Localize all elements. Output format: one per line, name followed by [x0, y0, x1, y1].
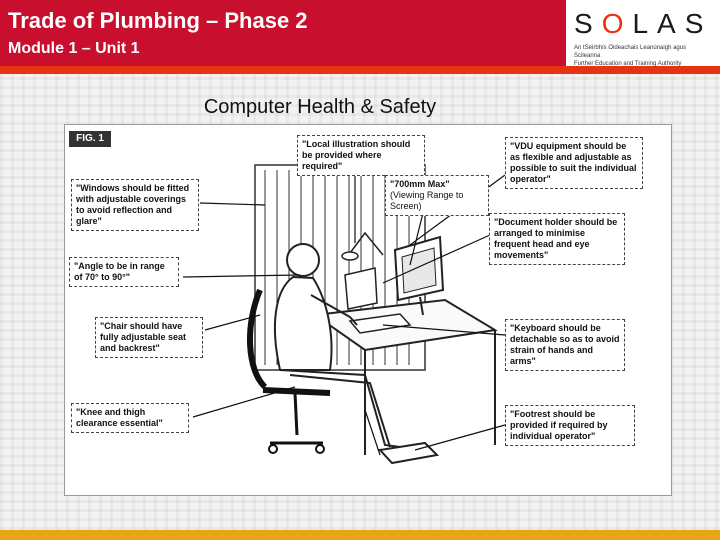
bottom-bar [0, 530, 720, 540]
note-knee-clearance: "Knee and thigh clearance essential" [71, 403, 189, 433]
solas-logo-word: SOLAS [574, 8, 712, 40]
workstation-illustration [182, 163, 506, 465]
note-vdu-equipment: "VDU equipment should be as flexible and… [505, 137, 643, 189]
logo-letters-las: LAS [632, 8, 713, 39]
header-banner [0, 0, 566, 66]
seated-operator [273, 243, 401, 448]
keyboard [348, 313, 412, 334]
note-700mm-max-caption: (Viewing Range to Screen) [390, 190, 464, 211]
note-keyboard-detachable: "Keyboard should be detachable so as to … [505, 319, 625, 371]
note-windows-coverings: "Windows should be fitted with adjustabl… [71, 179, 199, 231]
solas-logo [566, 0, 720, 66]
logo-subtitle-irish: An tSeirbhís Oideachais Leanúnaigh agus … [574, 45, 687, 59]
figure-label: FIG. 1 [69, 131, 111, 147]
note-footrest: "Footrest should be provided if required… [505, 405, 635, 446]
course-title: Trade of Plumbing – Phase 2 [8, 8, 308, 33]
logo-subtitle-english: Further Education and Training Authority [574, 61, 682, 67]
header-stripe [0, 66, 720, 74]
document-holder [344, 267, 378, 310]
office-chair [246, 288, 331, 454]
workstation-figure: FIG. 1 "Local illustration should be pro… [64, 124, 672, 496]
logo-letter-o: O [601, 8, 633, 39]
desk-lamp [341, 231, 384, 261]
monitor [393, 235, 445, 316]
note-chair-adjustable: "Chair should have fully adjustable seat… [95, 317, 203, 358]
note-document-holder: "Document holder should be arranged to m… [489, 213, 625, 265]
note-local-illustration: "Local illustration should be provided w… [297, 135, 425, 176]
slide-heading: Computer Health & Safety [203, 96, 437, 118]
logo-subtitle: An tSeirbhís Oideachais Leanúnaigh agus … [574, 44, 714, 68]
module-title: Module 1 – Unit 1 [8, 40, 140, 57]
pointer-arrows [182, 163, 506, 456]
note-700mm-max-value: "700mm Max" [390, 179, 450, 189]
note-700mm-max: "700mm Max" (Viewing Range to Screen) [385, 175, 489, 216]
logo-letter-s: S [574, 8, 602, 39]
note-angle-range: "Angle to be in range of 70° to 90°" [69, 257, 179, 287]
